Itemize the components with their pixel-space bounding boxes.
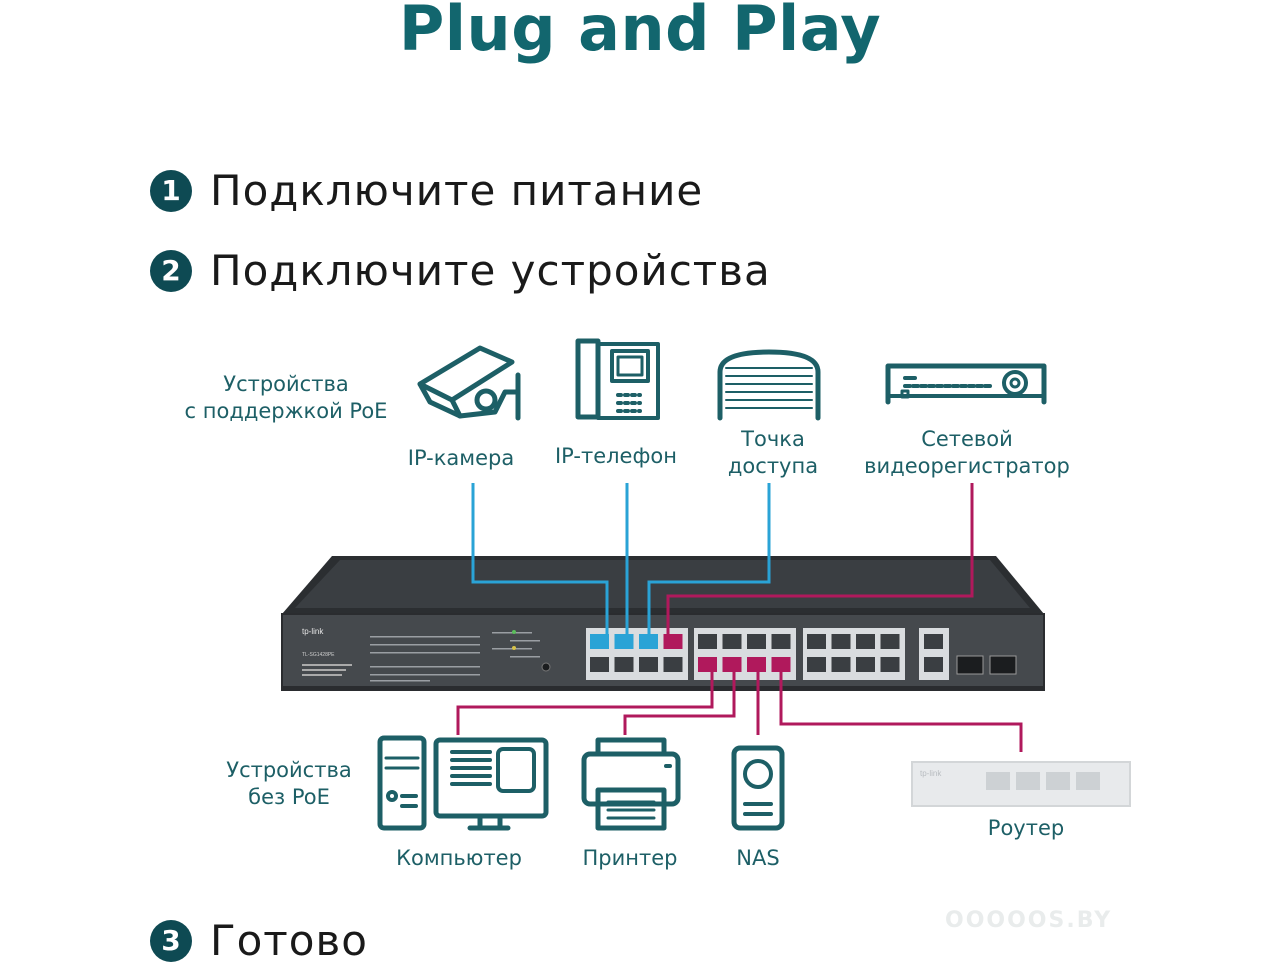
switch-port [831,634,851,649]
switch-port [924,634,943,649]
step-1: 1 Подключите питание [150,166,703,215]
switch-port [856,634,875,649]
ip-camera-icon [417,345,521,421]
access-point-icon [717,349,821,421]
step-text: Подключите устройства [210,246,771,295]
switch-device: tp-link TL-SG1428PE [281,556,1045,691]
switch-port [698,634,717,649]
switch-port [639,634,658,649]
switch-port [771,657,791,672]
switch-port [880,634,900,649]
switch-port [747,657,766,672]
step-text: Готово [210,916,368,965]
switch-port [807,657,826,672]
cable-printer [623,672,736,735]
access-point-label-line2: доступа [727,454,819,478]
router-label: Роутер [987,816,1065,840]
step-number-badge: 3 [150,919,192,962]
switch-port [663,657,683,672]
cable-access-point [647,483,771,634]
switch-model: TL-SG1428PE [302,652,335,658]
step-3: 3 Готово [150,916,368,965]
router-device: tp-link [911,761,1131,807]
switch-port [590,657,609,672]
switch-port [771,634,791,649]
reset-button[interactable] [541,662,551,672]
nvr-label-line1: Сетевой [921,427,1013,451]
switch-port [614,657,634,672]
switch-port [590,634,609,649]
nonpoe-label-line2: без PoE [248,785,330,809]
switch-port [639,657,658,672]
ip-phone-label: IP-телефон [554,444,677,468]
printer-label: Принтер [582,846,678,870]
nonpoe-devices-label: Устройства без PoE [210,757,368,811]
switch-brand: tp-link [302,627,324,636]
step-2: 2 Подключите устройства [150,246,771,295]
nvr-label-line2: видеорегистратор [864,454,1070,478]
nas-icon [731,745,785,831]
ip-phone-icon [575,338,660,420]
poe-label-line2: с поддержкой PoE [184,399,388,423]
computer-icon [377,735,549,831]
led-grid [370,632,540,682]
step-number-badge: 2 [150,249,192,292]
switch-port [807,634,826,649]
port-array [590,634,943,672]
computer-label: Компьютер [396,846,522,870]
switch-port [856,657,875,672]
switch-port [698,657,717,672]
poe-label-line1: Устройства [223,372,349,396]
nonpoe-label-line1: Устройства [226,758,352,782]
access-point-label: Точка доступа [718,426,828,480]
ip-camera-label: IP-камера [407,446,515,470]
access-point-label-line1: Точка [741,427,805,451]
cable-router [779,672,1023,752]
step-text: Подключите питание [210,166,704,215]
switch-port [663,634,683,649]
nas-label: NAS [736,846,780,870]
cable-computer [456,672,714,735]
cable-ip-camera [471,483,609,634]
nvr-label: Сетевой видеорегистратор [852,426,1082,480]
switch-port [880,657,900,672]
step-number-badge: 1 [150,169,192,212]
poe-devices-label: Устройства с поддержкой PoE [176,371,396,425]
switch-port [722,634,742,649]
cables [456,483,1023,752]
switch-port [924,657,943,672]
router-brand: tp-link [920,769,942,778]
cable-nvr [666,483,974,634]
switch-port [614,634,634,649]
page-title: Plug and Play [398,0,882,65]
switch-port [747,634,766,649]
nvr-icon [885,363,1047,405]
watermark: OOOOOS.BY [945,908,1113,933]
switch-port [722,657,742,672]
switch-port [831,657,851,672]
printer-icon [581,737,681,831]
